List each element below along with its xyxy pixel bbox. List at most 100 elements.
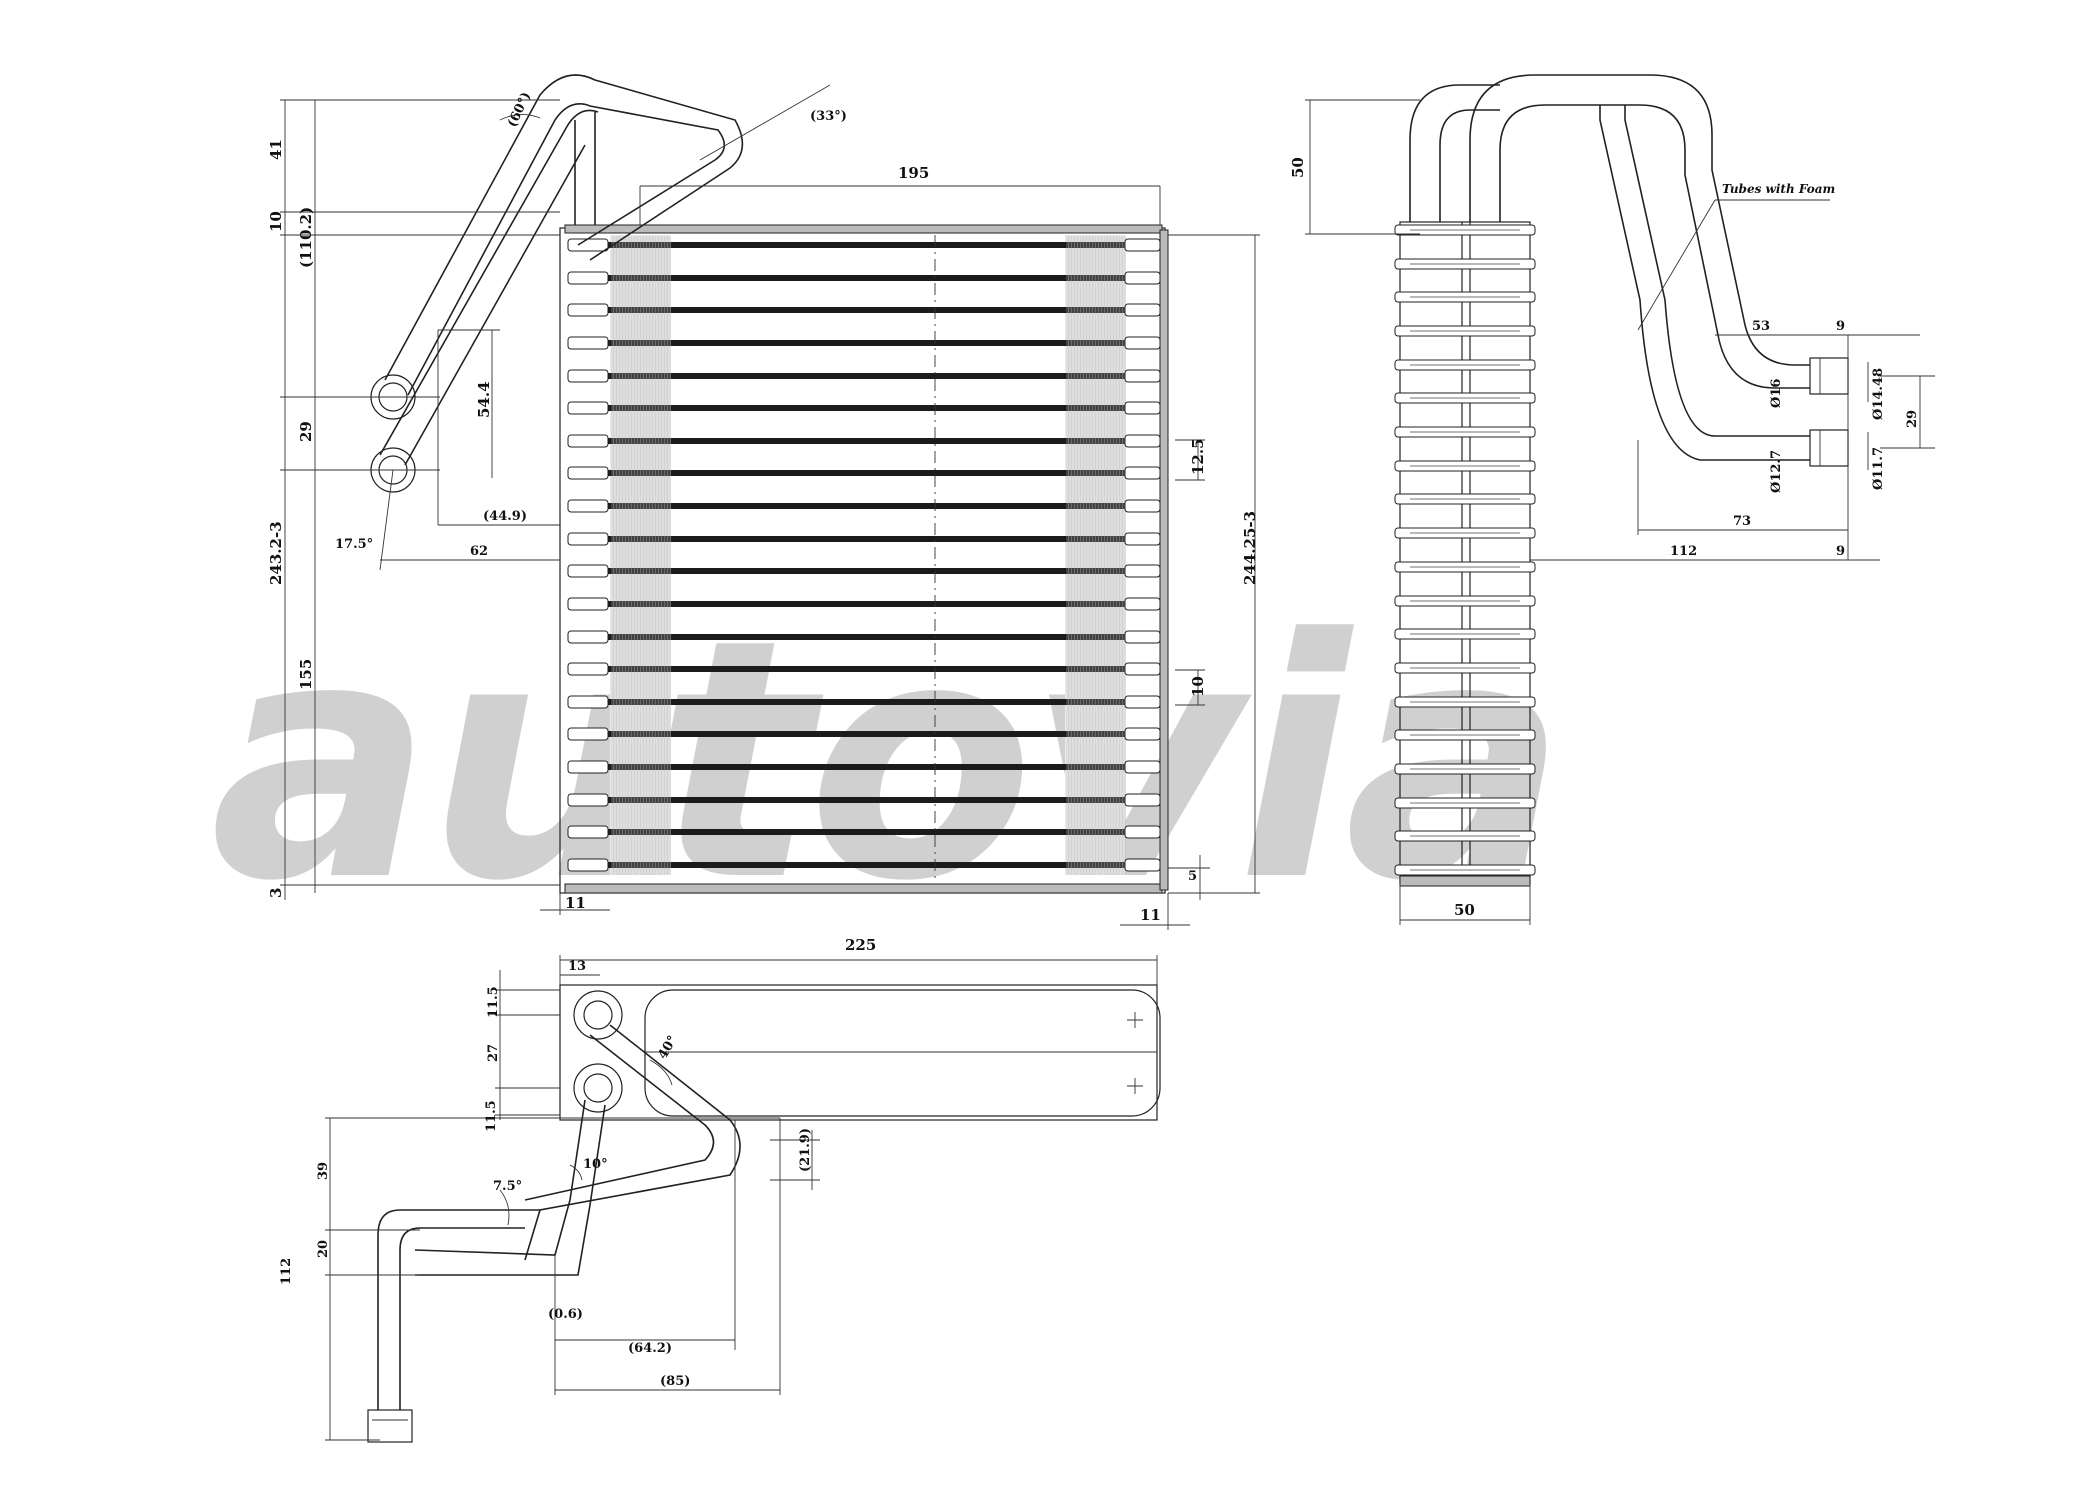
header-tab [567,760,609,774]
core-tube [600,242,1135,248]
core-tube [600,405,1135,411]
dim-d16: Ø16 [1769,379,1784,408]
header-tab [567,564,609,578]
dim-44-9: (44.9) [483,509,527,524]
header-tab [567,238,609,252]
header-tab [1124,532,1161,546]
core-tube [600,340,1135,346]
header-tab [1124,369,1161,383]
header-tab [1124,727,1161,741]
header-tab [567,695,609,709]
dim-11-right: 11 [1140,906,1161,924]
core-tube [600,829,1135,835]
header-tab [567,662,609,676]
angle-40: 40° [655,1033,680,1062]
core-tube [600,503,1135,509]
dim-11-5-bottom: 11.5 [484,1100,499,1132]
header-tab [1124,303,1161,317]
header-tab [1124,695,1161,709]
header-tab [1124,271,1161,285]
dim-d11-7: Ø11.7 [1871,447,1886,490]
header-tab [1124,401,1161,415]
dim-13: 13 [568,959,586,974]
outlet-fitting [1809,429,1849,467]
header-tab [567,597,609,611]
dim-11-5-top: 11.5 [486,986,501,1018]
header-tab [1124,434,1161,448]
plan-port-top [573,990,623,1040]
dim-50-bottom: 50 [1454,901,1475,919]
core-tube [600,275,1135,281]
core-tube [600,634,1135,640]
header-tabs-left [567,238,609,872]
core-tube [600,666,1135,672]
header-tab [567,793,609,807]
header-tab [567,858,609,872]
dim-0-6: (0.6) [548,1307,583,1322]
dim-225: 225 [845,936,876,954]
dim-112-bottom: 112 [279,1258,294,1285]
dim-29-side: 29 [1905,410,1920,428]
angle-10: 10° [583,1157,608,1172]
header-tab [1124,825,1161,839]
header-tab [1124,499,1161,513]
dim-top-width: 195 [898,164,929,182]
dim-244: 244.25-3 [1241,511,1259,585]
side-fins [1394,224,1536,876]
header-tab [1124,466,1161,480]
dim-9-bottom: 9 [1836,544,1845,559]
header-tab [1124,238,1161,252]
plan-fitting [367,1409,413,1443]
core-tube [600,601,1135,607]
dim-41: 41 [267,139,285,160]
dim-21-9: (21.9) [798,1128,813,1172]
dim-53: 53 [1752,319,1770,334]
dim-27: 27 [486,1044,501,1062]
core-tube [600,731,1135,737]
dim-85: (85) [660,1374,690,1389]
dim-73: 73 [1733,514,1751,529]
core-tube [600,862,1135,868]
side-view: 50 Tubes with Foam 53 9 Ø16 Ø14.48 29 Ø1… [1289,74,1935,925]
header-tab [1124,662,1161,676]
angle-7-5: 7.5° [493,1179,522,1194]
dim-64-2: (64.2) [628,1341,672,1356]
tubes-with-foam-note: Tubes with Foam [1722,182,1835,196]
dim-155: 155 [297,659,315,690]
header-tab [1124,858,1161,872]
header-tab [567,727,609,741]
angle-33: (33°) [810,109,847,124]
dim-9-top: 9 [1836,319,1845,334]
angle-60: (60°) [505,90,534,130]
core-tube [600,470,1135,476]
dim-d12-7: Ø12.7 [1769,450,1784,493]
dim-50-top: 50 [1289,157,1307,178]
header-tab [1124,336,1161,350]
plan-body [559,984,1158,1121]
header-tab [1124,760,1161,774]
inlet-fitting [1809,357,1849,395]
dim-243: 243.2-3 [267,521,285,585]
dim-20: 20 [316,1240,331,1258]
dim-62: 62 [470,544,488,559]
header-tab [567,825,609,839]
core-tube [600,797,1135,803]
plan-port-bottom [573,1063,623,1113]
dim-29: 29 [297,421,315,442]
header-tab [567,401,609,415]
core-tube [600,764,1135,770]
autovia-watermark: autovia [210,569,1561,953]
dim-110-2: (110.2) [297,207,315,268]
dim-10-right: 10 [1189,676,1207,697]
header-tab [567,336,609,350]
header-tab [567,532,609,546]
header-tab [1124,597,1161,611]
dim-3: 3 [267,888,285,898]
core-tube [600,373,1135,379]
core-tubes [600,236,1135,875]
header-tab [1124,564,1161,578]
dim-11-left: 11 [565,894,586,912]
angle-17-5: 17.5° [335,537,373,552]
header-tab [567,630,609,644]
